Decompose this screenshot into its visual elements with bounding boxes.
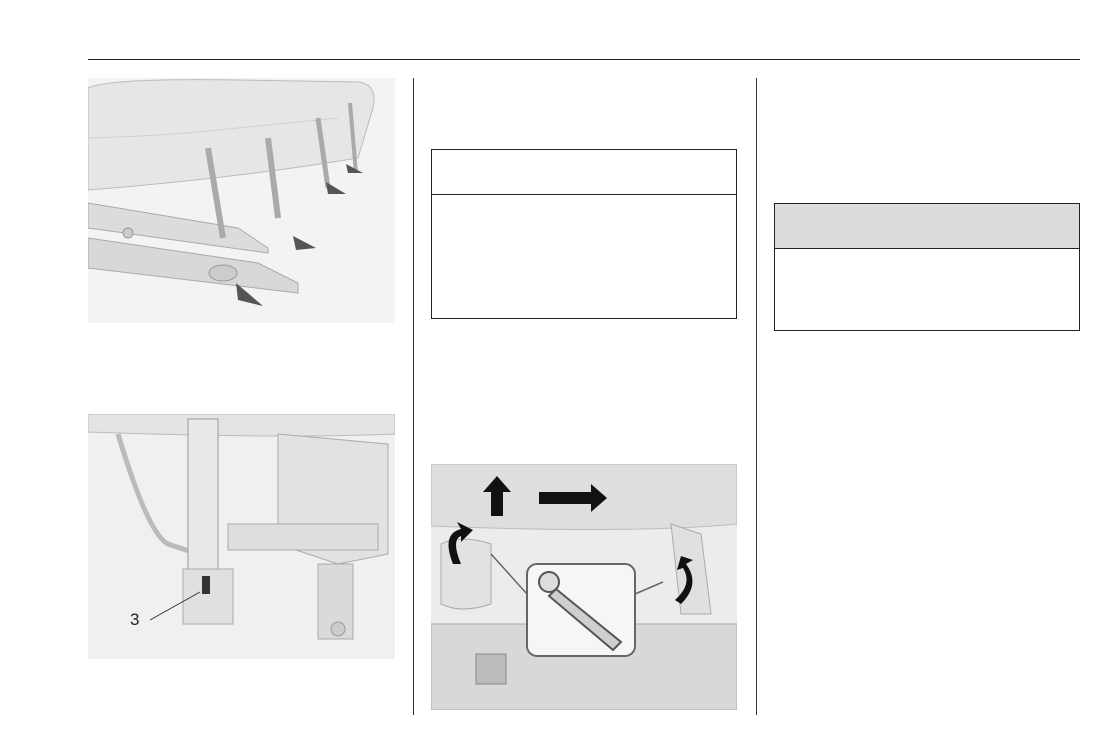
seat-removal-illustration [431, 464, 737, 710]
notice-box-middle-header [432, 150, 736, 195]
figure-seat-removal [431, 464, 737, 710]
column-divider-right [756, 78, 757, 715]
column-divider-left [413, 78, 414, 715]
callout-number: 3 [130, 610, 140, 629]
notice-box-right [774, 203, 1080, 331]
header-rule [88, 59, 1080, 60]
notice-box-middle [431, 149, 737, 319]
seat-rails-illustration [88, 78, 395, 323]
seat-latch-illustration [88, 414, 395, 659]
figure-seat-rails [88, 78, 395, 323]
notice-box-right-header [775, 204, 1079, 249]
figure-seat-latch: 3 [88, 414, 395, 659]
callout-leader-line [149, 591, 201, 621]
